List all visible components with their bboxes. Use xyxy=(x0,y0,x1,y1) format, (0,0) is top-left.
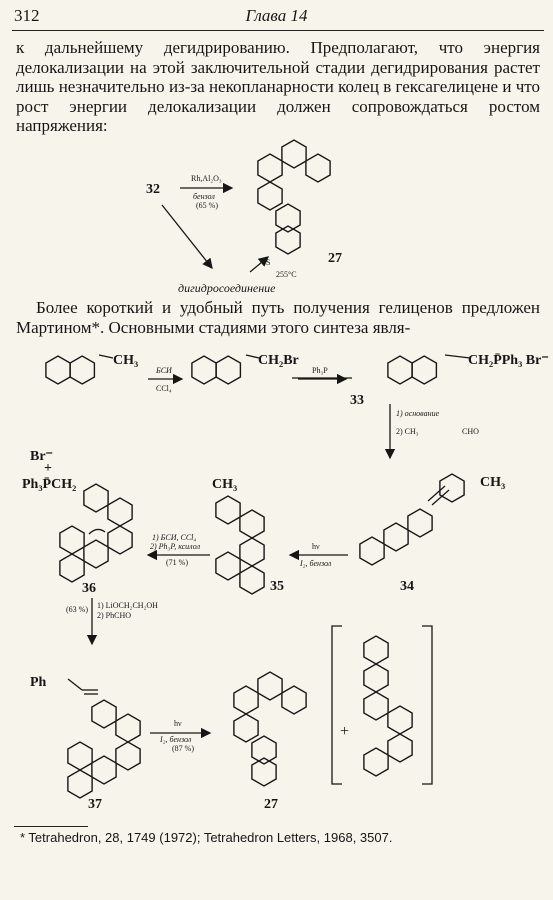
methyl-group: CH₃ xyxy=(113,353,138,368)
reagent-iodine: I₂, бензол xyxy=(299,559,332,568)
dibenzo-isomer-ring-5 xyxy=(387,733,413,763)
solvent-label: бензол xyxy=(193,192,215,201)
dibenzo-isomer-ring-3 xyxy=(363,691,389,721)
hexahelicene-2-ring-4 xyxy=(233,713,259,743)
reagent-cho: CHO xyxy=(462,427,479,436)
phos-helicene-ring-4 xyxy=(83,539,109,569)
yield-63: (63 %) xyxy=(66,605,88,614)
styryl-helicene-ring-2 xyxy=(115,713,141,743)
phos-helicene-ring-5 xyxy=(59,525,85,555)
hexahelicene-1-ring-1 xyxy=(257,153,283,183)
stilbene-ring-1 xyxy=(359,536,385,566)
compound-37-label: 37 xyxy=(88,797,102,812)
hexahelicene-2-ring-5 xyxy=(251,735,277,765)
reagent-hv-2: hν xyxy=(174,719,182,728)
dibenzo-isomer-ring-6 xyxy=(363,747,389,777)
hexahelicene-2-ring-2 xyxy=(257,671,283,701)
dibenzo-isomer-ring-4 xyxy=(387,705,413,735)
yield-87: (87 %) xyxy=(172,744,194,753)
hexahelicene-2-ring-3 xyxy=(281,685,307,715)
styryl-helicene-ring-5 xyxy=(67,741,93,771)
hexahelicene-1-ring-4 xyxy=(257,181,283,211)
hexahelicene-1-ring-6 xyxy=(275,225,301,255)
compound-27-label: 27 xyxy=(328,251,342,266)
compound-27-final-label: 27 xyxy=(264,797,278,812)
reagent-ccl4: CCl₄ xyxy=(156,384,172,393)
phos-helicene-ring-2 xyxy=(107,497,133,527)
paragraph-1: к дальнейшему дегидрированию. Предполага… xyxy=(16,38,540,136)
styryl-helicene-ring-1 xyxy=(91,699,117,729)
compound-35-label: 35 xyxy=(270,579,284,594)
reagent-bsi-2: 1) БСИ, CCl₄ xyxy=(152,533,196,542)
compound-34-label: 34 xyxy=(400,579,414,594)
dibenzo-isomer-ring-1 xyxy=(363,635,389,665)
styryl-helicene-ring-3 xyxy=(115,741,141,771)
methylhelicene-ring-3 xyxy=(239,537,265,567)
phosphonium-methylene: Ph₃P̄CH₂ xyxy=(22,477,76,492)
reagent-hv: hν xyxy=(312,542,320,551)
paragraph-2: Более короткий и удобный путь получения … xyxy=(16,298,540,337)
hexahelicene-1-ring-3 xyxy=(305,153,331,183)
scheme-arrows xyxy=(86,182,433,785)
footnote: * Tetrahedron, 28, 1749 (1972); Tetrahed… xyxy=(20,830,393,845)
methylhelicene-ring-1 xyxy=(215,495,241,525)
intermediate-label: дигидросоединение xyxy=(178,281,276,295)
phos-helicene-ring-1 xyxy=(83,483,109,513)
compound-36-label: 36 xyxy=(82,581,96,596)
naphthalene-salt-ring-a xyxy=(387,355,413,385)
naphthalene-bromide-ring-a xyxy=(191,355,217,385)
reagent-xylene: 2) Ph₃P, ксилол xyxy=(150,542,201,551)
reagent-ph3p: Ph₃P xyxy=(312,366,328,375)
footnote-rule xyxy=(14,826,88,827)
naphthalene-sm-ring-a xyxy=(45,355,71,385)
yield-label: (65 %) xyxy=(196,201,218,210)
page-number: 312 xyxy=(14,6,40,25)
temperature-label: 255°C xyxy=(276,270,297,279)
stilbene-ring-2 xyxy=(383,522,409,552)
hexahelicene-1-ring-2 xyxy=(281,139,307,169)
reagent-base: 1) основание xyxy=(396,409,440,418)
compound-32-label: 32 xyxy=(146,182,160,197)
plus-charge: + xyxy=(44,461,52,476)
chapter-title: Глава 14 xyxy=(245,6,308,25)
stilbene-methyl: CH₃ xyxy=(480,475,505,490)
hexahelicene-2-ring-1 xyxy=(233,685,259,715)
structure-rings xyxy=(45,139,465,799)
reagent-tolualdehyde: 2) CH₃ xyxy=(396,427,419,436)
reagent-iodine-2: I₂, бензол xyxy=(159,735,192,744)
methylhelicene-ring-5 xyxy=(239,565,265,595)
phos-helicene-ring-6 xyxy=(59,553,85,583)
hexahelicene-1-ring-5 xyxy=(275,203,301,233)
phenyl-group: Ph xyxy=(30,675,47,690)
methylhelicene-ring-4 xyxy=(215,551,241,581)
phos-helicene-ring-3 xyxy=(107,525,133,555)
reagent-lioch2ch2oh: 1) LiOCH₂CH₂OH xyxy=(97,601,158,610)
phosphonium-group: CH₂P̄Ph₃ Br⁻ xyxy=(468,353,549,368)
sulfur-label: S xyxy=(266,258,270,267)
reagent-phcho: 2) PhCHO xyxy=(97,611,131,620)
bonds xyxy=(67,354,471,695)
naphthalene-salt-ring-b xyxy=(411,355,438,385)
yield-71: (71 %) xyxy=(166,558,188,567)
plus-sign: + xyxy=(340,723,349,740)
helicene-methyl: CH₃ xyxy=(212,477,237,492)
reagent-rh: Rh,Al₂O₃ xyxy=(191,174,222,183)
stilbene-ring-4 xyxy=(439,473,465,503)
reagent-bsi: БСИ xyxy=(155,366,173,375)
bromide-ion: Br⁻ xyxy=(30,449,53,464)
hexahelicene-2-ring-6 xyxy=(251,757,277,787)
naphthalene-sm-ring-b xyxy=(69,355,96,385)
styryl-helicene-ring-6 xyxy=(67,769,93,799)
header-rule xyxy=(12,30,544,31)
naphthalene-bromide-ring-b xyxy=(215,355,242,385)
bromomethyl-group: CH₂Br xyxy=(258,353,299,368)
methylhelicene-ring-2 xyxy=(239,509,265,539)
dibenzo-isomer-ring-2 xyxy=(363,663,389,693)
styryl-helicene-ring-4 xyxy=(91,755,117,785)
compound-33-label: 33 xyxy=(350,393,364,408)
stilbene-ring-3 xyxy=(407,508,433,538)
